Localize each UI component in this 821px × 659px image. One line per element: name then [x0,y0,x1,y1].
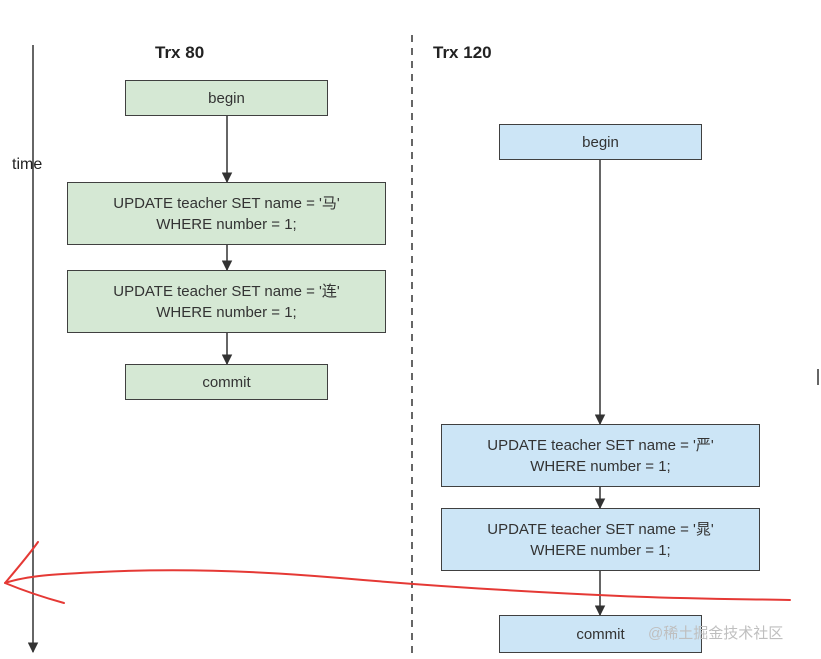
step-text: WHERE number = 1; [530,541,671,559]
watermark: @稀土掘金技术社区 [648,625,784,642]
step-text: UPDATE teacher SET name = '严' [487,436,714,454]
step-text: WHERE number = 1; [156,215,297,233]
trx120-title: Trx 120 [433,43,492,62]
step-text: begin [208,89,245,107]
red-annotation-line [4,569,791,601]
edge-mark [817,369,819,385]
step-text: UPDATE teacher SET name = '连' [113,282,340,300]
trx120-update-1-box: UPDATE teacher SET name = '严' WHERE numb… [441,424,760,487]
time-axis-label: time [12,156,43,173]
trx120-update-2-box: UPDATE teacher SET name = '晁' WHERE numb… [441,508,760,571]
step-text: commit [576,625,625,643]
step-text: UPDATE teacher SET name = '马' [113,194,340,212]
red-annotation-arrowhead [4,541,65,604]
trx120-begin-box: begin [499,124,702,160]
trx80-update-1-box: UPDATE teacher SET name = '马' WHERE numb… [67,182,386,245]
trx80-update-2-box: UPDATE teacher SET name = '连' WHERE numb… [67,270,386,333]
trx80-begin-box: begin [125,80,328,116]
step-text: commit [202,373,251,391]
step-text: WHERE number = 1; [156,303,297,321]
step-text: UPDATE teacher SET name = '晁' [487,520,714,538]
step-text: WHERE number = 1; [530,457,671,475]
trx120-commit-box: commit [499,615,702,653]
step-text: begin [582,133,619,151]
trx80-title: Trx 80 [155,43,205,62]
trx80-commit-box: commit [125,364,328,400]
